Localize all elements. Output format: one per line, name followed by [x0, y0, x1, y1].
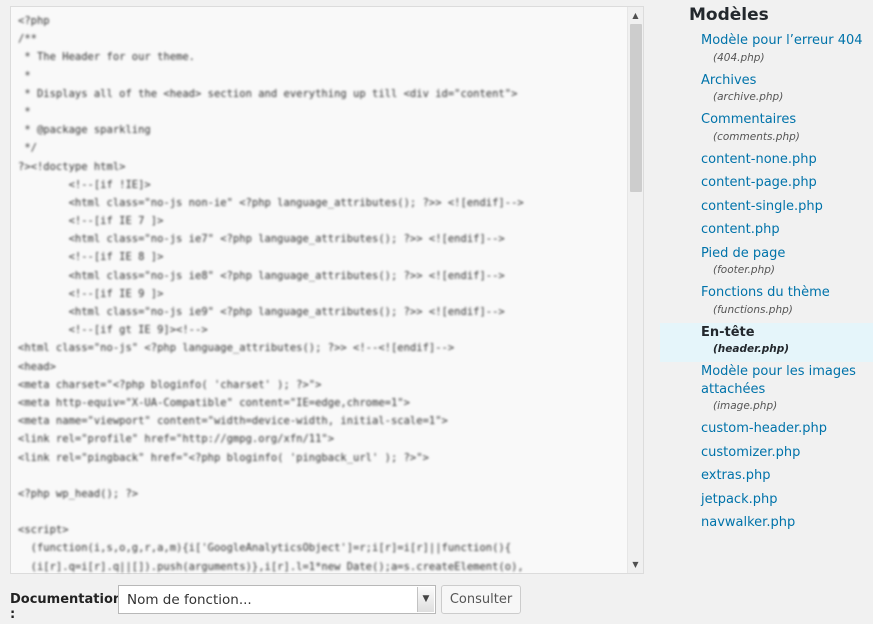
- code-line: [18, 503, 628, 521]
- template-name[interactable]: Fonctions du thème: [701, 285, 830, 300]
- code-line: *: [18, 105, 31, 118]
- template-item[interactable]: content.php: [660, 220, 873, 244]
- template-filename: (archive.php): [713, 91, 784, 103]
- code-line: <html class="no-js non-ie" <?php languag…: [18, 196, 524, 209]
- template-item[interactable]: Fonctions du thème (functions.php): [660, 283, 873, 323]
- code-line: (i[r].q=i[r].q||[]).push(arguments)},i[r…: [18, 560, 524, 573]
- template-filename: (header.php): [713, 343, 790, 355]
- triangle-up-icon[interactable]: ▲: [632, 11, 639, 20]
- template-name[interactable]: customizer.php: [701, 444, 801, 460]
- template-item[interactable]: navwalker.php: [660, 513, 873, 537]
- template-name[interactable]: content-none.php: [701, 151, 817, 167]
- template-item[interactable]: Commentaires (comments.php): [660, 110, 873, 150]
- function-name-select[interactable]: Nom de fonction... ▼: [118, 585, 436, 614]
- code-line: <!--[if IE 9 ]>: [18, 287, 164, 300]
- template-item[interactable]: content-none.php: [660, 150, 873, 174]
- code-line: <html class="no-js ie9" <?php language_a…: [18, 306, 505, 318]
- template-filename: (footer.php): [713, 264, 775, 276]
- template-item[interactable]: Archives (archive.php): [660, 71, 873, 111]
- template-list: Modèle pour l’erreur 404 (404.php) Archive…: [660, 31, 873, 537]
- template-item[interactable]: Modèle pour l’erreur 404 (404.php): [660, 31, 873, 71]
- function-name-select-value: Nom de fonction...: [127, 592, 252, 608]
- code-line: ?><!doctype html>: [18, 160, 126, 173]
- template-item[interactable]: jetpack.php: [660, 490, 873, 514]
- template-item[interactable]: extras.php: [660, 466, 873, 490]
- template-item[interactable]: En-tête (header.php): [660, 322, 873, 362]
- code-editor-textarea[interactable]: <?php /** * The Header for our theme. * *…: [11, 7, 628, 573]
- code-line: <meta name="viewport" content="width=dev…: [18, 415, 448, 428]
- code-line: <html class="no-js ie7" <?php language_a…: [18, 233, 505, 246]
- template-item[interactable]: Modèle pour les images attachées (image.p…: [660, 362, 873, 419]
- template-name[interactable]: Pied de page: [701, 245, 786, 261]
- editor-scrollbar[interactable]: ▲ ▼: [627, 7, 643, 573]
- code-line: <link rel="pingback" href="<?php bloginf…: [18, 451, 429, 464]
- chevron-down-icon[interactable]: ▼: [417, 587, 434, 612]
- template-name[interactable]: jetpack.php: [701, 491, 778, 507]
- template-name[interactable]: content-page.php: [701, 175, 817, 190]
- code-line: */: [18, 142, 37, 155]
- code-line: <html class="no-js ie8" <?php language_a…: [18, 269, 505, 282]
- code-line: <link rel="profile" href="http://gmpg.or…: [18, 433, 335, 446]
- code-line: <!--[if IE 7 ]>: [18, 215, 164, 228]
- code-line: <!--[if IE 8 ]>: [18, 251, 164, 264]
- template-name[interactable]: custom-header.php: [701, 421, 828, 436]
- template-item[interactable]: customizer.php: [660, 443, 873, 467]
- template-filename: (404.php): [713, 51, 765, 64]
- code-line: <!--[if gt IE 9]><!-->: [18, 324, 208, 337]
- template-item[interactable]: content-page.php: [660, 173, 873, 197]
- code-line: * The Header for our theme.: [18, 51, 196, 64]
- code-line: * Displays all of the <head> section and…: [18, 87, 518, 100]
- code-line: *: [18, 69, 31, 82]
- code-line: (function(i,s,o,g,r,a,m){i['GoogleAnalyt…: [18, 542, 512, 555]
- template-filename: (image.php): [713, 400, 778, 412]
- template-filename: (functions.php): [713, 303, 793, 316]
- template-name[interactable]: content-single.php: [701, 198, 823, 214]
- templates-sidebar: Modèles Modèle pour l’erreur 404 (404.php…: [660, 0, 873, 624]
- documentation-label: Documentation :: [10, 592, 123, 622]
- code-line: * @package sparkling: [18, 124, 151, 137]
- template-name[interactable]: extras.php: [701, 468, 771, 483]
- template-name[interactable]: Commentaires: [701, 112, 797, 127]
- template-name[interactable]: Modèle pour les images attachées: [701, 364, 856, 397]
- template-name[interactable]: Modèle pour l’erreur 404: [701, 33, 863, 48]
- code-line: <html class="no-js" <?php language_attri…: [18, 342, 455, 355]
- code-line: <script>: [18, 524, 69, 537]
- code-line: [18, 467, 628, 485]
- template-item[interactable]: custom-header.php: [660, 419, 873, 443]
- template-item[interactable]: content-single.php: [660, 197, 873, 221]
- template-name[interactable]: Archives: [701, 72, 757, 88]
- lookup-button[interactable]: Consulter: [441, 585, 521, 614]
- template-name[interactable]: content.php: [701, 222, 780, 237]
- triangle-down-icon[interactable]: ▼: [632, 560, 639, 569]
- sidebar-title: Modèles: [689, 5, 769, 25]
- code-line: <meta http-equiv="X-UA-Compatible" conte…: [18, 396, 410, 409]
- template-name[interactable]: En-tête: [701, 324, 755, 340]
- scrollbar-thumb[interactable]: [630, 24, 642, 192]
- code-line: <!--[if !IE]>: [18, 178, 151, 191]
- template-filename: (comments.php): [713, 130, 800, 143]
- template-name[interactable]: navwalker.php: [701, 515, 796, 530]
- template-item[interactable]: Pied de page (footer.php): [660, 244, 873, 284]
- code-line: <?php: [18, 15, 50, 27]
- code-line: <head>: [18, 360, 56, 373]
- code-line: <?php wp_head(); ?>: [18, 487, 139, 500]
- code-line: /**: [18, 33, 37, 46]
- theme-file-editor[interactable]: <?php /** * The Header for our theme. * *…: [10, 6, 644, 574]
- code-line: <meta charset="<?php bloginfo( 'charset'…: [18, 378, 322, 391]
